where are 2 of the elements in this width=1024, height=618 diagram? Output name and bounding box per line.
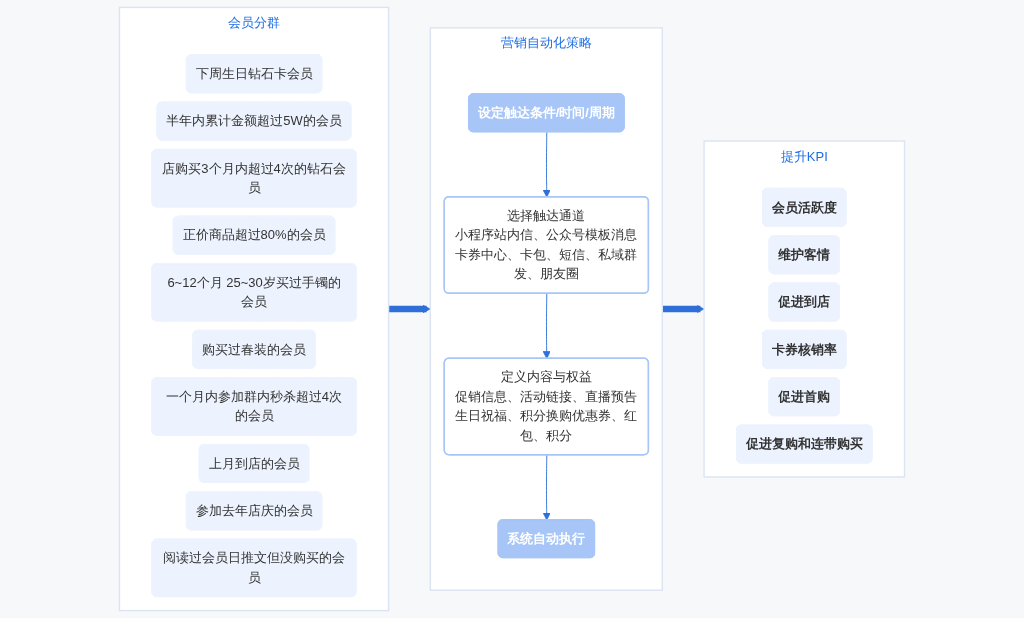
arrow: [662, 304, 705, 314]
arrow: [388, 304, 431, 314]
